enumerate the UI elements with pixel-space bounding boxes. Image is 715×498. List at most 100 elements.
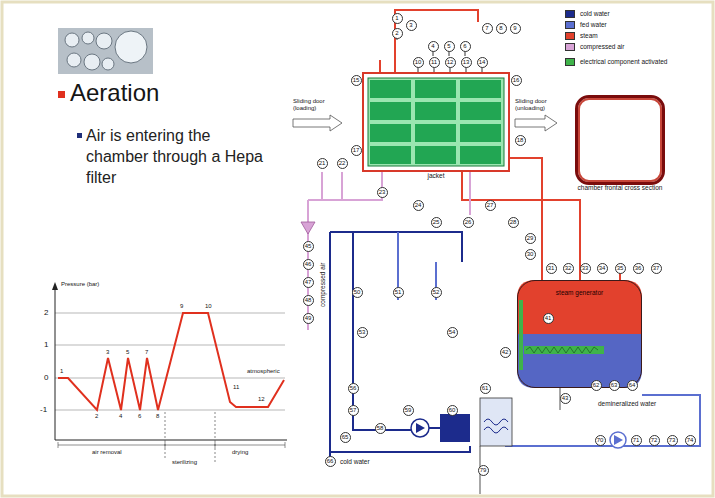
callout-number: 7	[482, 23, 493, 34]
tick-label: 1	[44, 340, 48, 349]
bubble	[115, 31, 147, 63]
point-number: 5	[126, 349, 129, 356]
callout-number: 2	[392, 28, 403, 39]
compressed-air-pipe	[308, 172, 470, 330]
phase-label: air removal	[92, 449, 122, 456]
axis-arrow	[52, 282, 58, 290]
door-label: Sliding door (loading)	[293, 98, 345, 112]
bubble	[82, 32, 94, 44]
callout-number: 61	[480, 383, 491, 394]
callout-number: 71	[631, 435, 642, 446]
legend-text: compressed air	[580, 43, 624, 51]
phase-divider	[165, 412, 166, 458]
chamber	[368, 78, 504, 166]
point-number: 1	[60, 368, 63, 375]
bullet	[58, 91, 65, 98]
tick-label: -1	[40, 405, 47, 414]
door-label: Sliding door (unloading)	[515, 98, 565, 112]
pump-arrow	[416, 423, 425, 433]
callout-number: 14	[477, 57, 488, 68]
callout-number: 17	[351, 145, 362, 156]
point-number: 8	[156, 413, 159, 420]
point-number: 3	[106, 349, 109, 356]
callout-number: 46	[303, 259, 314, 270]
callout-number: 25	[431, 217, 442, 228]
callout-number: 31	[546, 263, 557, 274]
callout-number: 5	[444, 41, 455, 52]
callout-number: 37	[651, 263, 662, 274]
callout-number: 72	[649, 435, 660, 446]
callout-number: 66	[325, 456, 336, 467]
sterilizer-schematic	[293, 10, 700, 494]
callout-number: 16	[511, 75, 522, 86]
callout-number: 12	[445, 57, 456, 68]
callout-number: 33	[580, 263, 591, 274]
phase-bracket	[58, 442, 285, 448]
callout-number: 24	[413, 200, 424, 211]
water-tank	[440, 414, 470, 442]
legend-text: fed water	[580, 21, 607, 29]
tick-label: 0	[44, 373, 48, 382]
bubble	[96, 33, 112, 49]
point-number: 2	[95, 413, 98, 420]
callout-number: 47	[303, 277, 314, 288]
bubble	[102, 58, 114, 70]
callout-number: 51	[393, 287, 404, 298]
point-number: 7	[145, 349, 148, 356]
generator-water-space	[517, 334, 642, 388]
phase-label: sterilizing	[172, 459, 197, 466]
y-axis	[55, 289, 56, 440]
pipe-label: cold water	[340, 458, 370, 465]
legend-swatch	[565, 58, 575, 66]
callout-number: 57	[348, 405, 359, 416]
legend-swatch	[565, 21, 575, 29]
door-arrow	[293, 115, 342, 131]
bubble	[84, 54, 100, 70]
cold-water-pipe	[330, 232, 470, 461]
bubbles-picture	[58, 28, 153, 74]
pressure-curve	[58, 313, 284, 410]
callout-number: 35	[615, 263, 626, 274]
bullet-text: Air is entering the chamber through a He…	[86, 126, 266, 188]
hepa-filter	[301, 222, 315, 234]
tick-label: 2	[44, 308, 48, 317]
point-number: 6	[138, 413, 141, 420]
steam-generator: steam generator	[517, 280, 642, 388]
callout-number: 48	[303, 295, 314, 306]
bullet	[77, 133, 82, 138]
callout-number: 63	[609, 380, 620, 391]
node-text: steam generator	[556, 289, 603, 296]
callout-number: 41	[543, 313, 554, 324]
callout-number: 13	[461, 57, 472, 68]
door-arrow	[515, 115, 557, 131]
point-number: 4	[119, 413, 122, 420]
callout-number: 32	[563, 263, 574, 274]
pump-arrow	[614, 435, 623, 445]
callout-number: 56	[348, 383, 359, 394]
callout-number: 43	[560, 393, 571, 404]
legend-text: electrical component activated	[580, 58, 667, 66]
callout-number: 18	[515, 135, 526, 146]
callout-number: 23	[377, 187, 388, 198]
callout-number: 29	[525, 233, 536, 244]
callout-number: 45	[303, 241, 314, 252]
callout-number: 79	[478, 465, 489, 476]
steam-pipe	[380, 10, 620, 280]
callout-number: 65	[340, 432, 351, 443]
callout-number: 10	[413, 57, 424, 68]
graph-note: atmospheric	[247, 368, 280, 375]
pump-symbol	[411, 419, 429, 437]
callout-number: 58	[375, 423, 386, 434]
pressure-graph	[52, 282, 287, 464]
callout-number: 28	[508, 217, 519, 228]
callout-number: 1	[392, 13, 403, 24]
bubble	[67, 53, 81, 67]
callout-number: 70	[595, 435, 606, 446]
pipe-label: compressed air	[319, 263, 326, 307]
callout-number: 74	[685, 435, 696, 446]
legend-text: steam	[580, 32, 598, 40]
slide-title: Aeration	[70, 79, 159, 107]
